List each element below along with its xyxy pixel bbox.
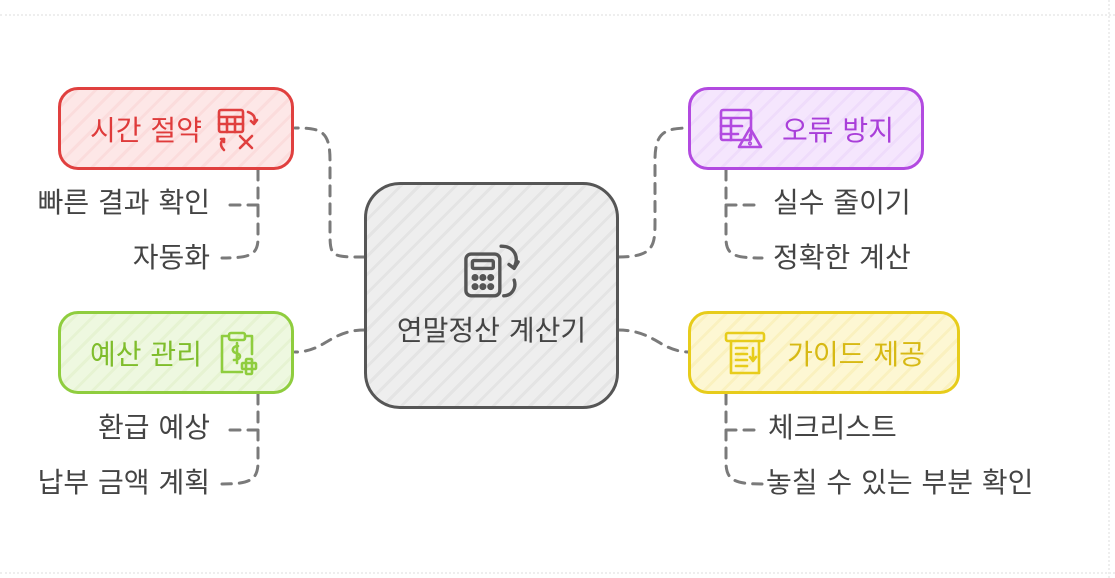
leaf-reduce-mistakes: 실수 줄이기 [773, 186, 911, 219]
connector-guide-items [724, 392, 764, 486]
budget-management-node: 예산 관리 [58, 311, 294, 394]
calculator-arrows-icon [217, 108, 259, 151]
connector-budget-items [220, 392, 260, 486]
leaf-accurate-calculation: 정확한 계산 [773, 241, 911, 274]
time-saving-node: 시간 절약 [58, 87, 294, 170]
connector-time-items [220, 168, 260, 260]
document-list-icon [724, 331, 766, 374]
connector-center-error [616, 126, 692, 259]
error-prevention-node: 오류 방지 [688, 87, 924, 170]
connector-error-items [724, 168, 764, 260]
dotted-border-top [0, 14, 1115, 16]
center-node: 연말정산 계산기 [364, 182, 619, 409]
dotted-border-right [1108, 0, 1110, 578]
leaf-refund-estimate: 환급 예상 [98, 411, 210, 444]
leaf-check-missed-parts: 놓칠 수 있는 부분 확인 [766, 466, 1034, 499]
center-label: 연말정산 계산기 [396, 313, 587, 347]
connector-center-budget [293, 328, 367, 354]
table-warning-icon [719, 108, 763, 148]
leaf-payment-plan: 납부 금액 계획 [37, 466, 210, 499]
leaf-automation: 자동화 [132, 241, 210, 274]
calculator-refresh-icon [463, 244, 520, 297]
guide-provision-label: 가이드 제공 [787, 337, 925, 371]
leaf-checklist: 체크리스트 [768, 411, 897, 444]
budget-management-label: 예산 관리 [90, 337, 202, 371]
connector-center-guide [616, 328, 692, 354]
clipboard-dollar-icon [220, 331, 258, 375]
dotted-border-bottom [0, 572, 1115, 574]
guide-provision-node: 가이드 제공 [688, 311, 960, 394]
error-prevention-label: 오류 방지 [782, 113, 894, 147]
leaf-quick-results: 빠른 결과 확인 [37, 186, 210, 219]
time-saving-label: 시간 절약 [90, 113, 202, 147]
connector-center-time [293, 126, 367, 259]
